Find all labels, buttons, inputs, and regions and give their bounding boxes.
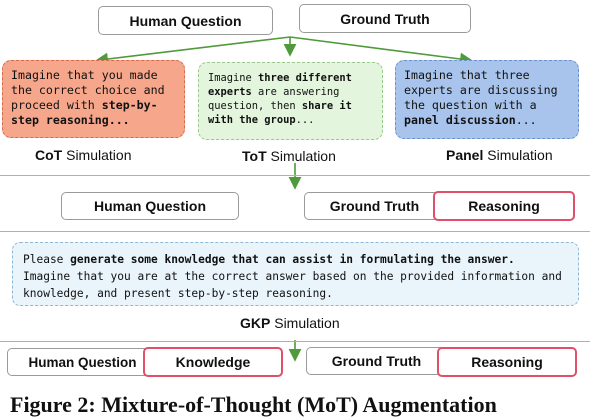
arrow-to-cot <box>95 36 291 66</box>
divider-1 <box>0 175 590 177</box>
panel-prompt-box: Imagine that three experts are discussin… <box>395 60 579 139</box>
bottom-ground-truth: Ground Truth <box>306 347 446 375</box>
mid-reasoning: Reasoning <box>433 191 575 221</box>
divider-3 <box>0 341 590 343</box>
gkp-prompt-box: Please generate some knowledge that can … <box>12 242 579 306</box>
panel-caption: Panel Simulation <box>446 147 553 163</box>
mid-human-question: Human Question <box>61 192 239 220</box>
mid-ground-truth: Ground Truth <box>304 192 444 220</box>
top-ground-truth: Ground Truth <box>299 4 471 33</box>
bottom-knowledge: Knowledge <box>143 347 283 377</box>
figure-caption: Figure 2: Mixture-of-Thought (MoT) Augme… <box>10 392 497 417</box>
bottom-human-question: Human Question <box>7 348 157 376</box>
gkp-caption: GKP Simulation <box>240 315 340 331</box>
cot-prompt-box: Imagine that you made the correct choice… <box>2 60 185 138</box>
arrow-to-panel <box>289 36 473 66</box>
divider-2 <box>0 231 590 233</box>
tot-prompt-box: Imagine three different experts are answ… <box>198 62 383 140</box>
cot-caption: CoT Simulation <box>35 147 132 163</box>
tot-caption: ToT Simulation <box>242 148 336 164</box>
bottom-reasoning: Reasoning <box>437 347 577 377</box>
top-human-question: Human Question <box>98 6 273 35</box>
